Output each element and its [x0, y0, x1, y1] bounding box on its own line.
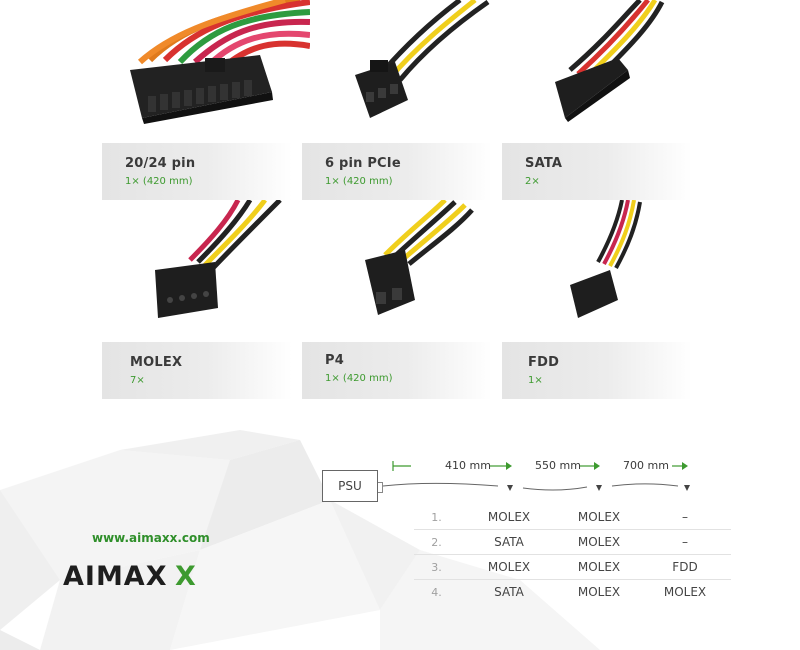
table-cell: MOLEX	[459, 554, 559, 580]
row-index: 1.	[414, 505, 459, 530]
connector-photo-p4	[310, 198, 510, 335]
table-cell: SATA	[494, 585, 524, 599]
website-link[interactable]: www.aimaxx.com	[92, 531, 210, 545]
segment-label-1: 410 mm	[445, 459, 491, 472]
row-index: 3.	[414, 554, 459, 580]
connector-card-p4: P4 1× (420 mm)	[302, 342, 492, 399]
connector-card-sata: SATA 2×	[502, 143, 692, 200]
connector-photo-fdd	[510, 199, 710, 335]
connector-qty: 1×	[528, 375, 543, 386]
aimaxx-logo: AIMAX X	[63, 561, 196, 590]
connector-qty: 1× (420 mm)	[325, 373, 393, 384]
table-row: 4. SATA MOLEX MOLEX	[414, 580, 731, 605]
connector-card-molex: MOLEX 7×	[102, 342, 292, 399]
svg-text:X: X	[175, 561, 196, 590]
svg-text:AIMAX: AIMAX	[63, 561, 168, 590]
connector-photo-6pin-pcie	[310, 0, 510, 135]
connector-photo-sata	[510, 0, 710, 135]
connector-card-24pin: 20/24 pin 1× (420 mm)	[102, 143, 292, 200]
connector-name: MOLEX	[130, 355, 183, 370]
table-cell: FDD	[639, 554, 731, 580]
psu-label: PSU	[338, 479, 362, 493]
table-cell: –	[639, 505, 731, 530]
cable-config-table: 1. MOLEX MOLEX – 2. SATA MOLEX – 3. MOLE…	[414, 505, 731, 604]
table-cell: MOLEX	[559, 505, 639, 530]
psu-plug	[378, 482, 383, 493]
connector-name: P4	[325, 353, 344, 368]
table-cell: MOLEX	[459, 505, 559, 530]
connector-photo-molex	[110, 198, 310, 335]
table-row: 1. MOLEX MOLEX –	[414, 505, 731, 530]
psu-box: PSU	[322, 470, 378, 502]
table-cell: MOLEX	[559, 529, 639, 555]
segment-label-2: 550 mm	[535, 459, 581, 472]
connector-name: 20/24 pin	[125, 156, 196, 171]
table-row: 3. MOLEX MOLEX FDD	[414, 554, 731, 580]
table-row: 2. SATA MOLEX –	[414, 529, 731, 555]
table-cell: SATA	[459, 529, 559, 555]
connector-qty: 2×	[525, 176, 540, 187]
table-cell: MOLEX	[559, 554, 639, 580]
table-cell: MOLEX	[577, 585, 621, 599]
table-cell: –	[639, 529, 731, 555]
connector-name: SATA	[525, 156, 563, 171]
connector-name: FDD	[528, 355, 560, 370]
connector-card-6pin-pcie: 6 pin PCIe 1× (420 mm)	[302, 143, 492, 200]
table-cell: MOLEX	[663, 585, 707, 599]
connector-qty: 1× (420 mm)	[325, 176, 393, 187]
connector-card-fdd: FDD 1×	[502, 342, 692, 399]
connector-qty: 1× (420 mm)	[125, 176, 193, 187]
row-index: 4.	[431, 585, 442, 599]
connector-qty: 7×	[130, 375, 145, 386]
connector-photo-24pin	[110, 0, 311, 135]
row-index: 2.	[414, 529, 459, 555]
segment-label-3: 700 mm	[623, 459, 669, 472]
cable-diagram	[382, 461, 690, 491]
connector-name: 6 pin PCIe	[325, 156, 401, 171]
background-pattern	[0, 430, 600, 650]
